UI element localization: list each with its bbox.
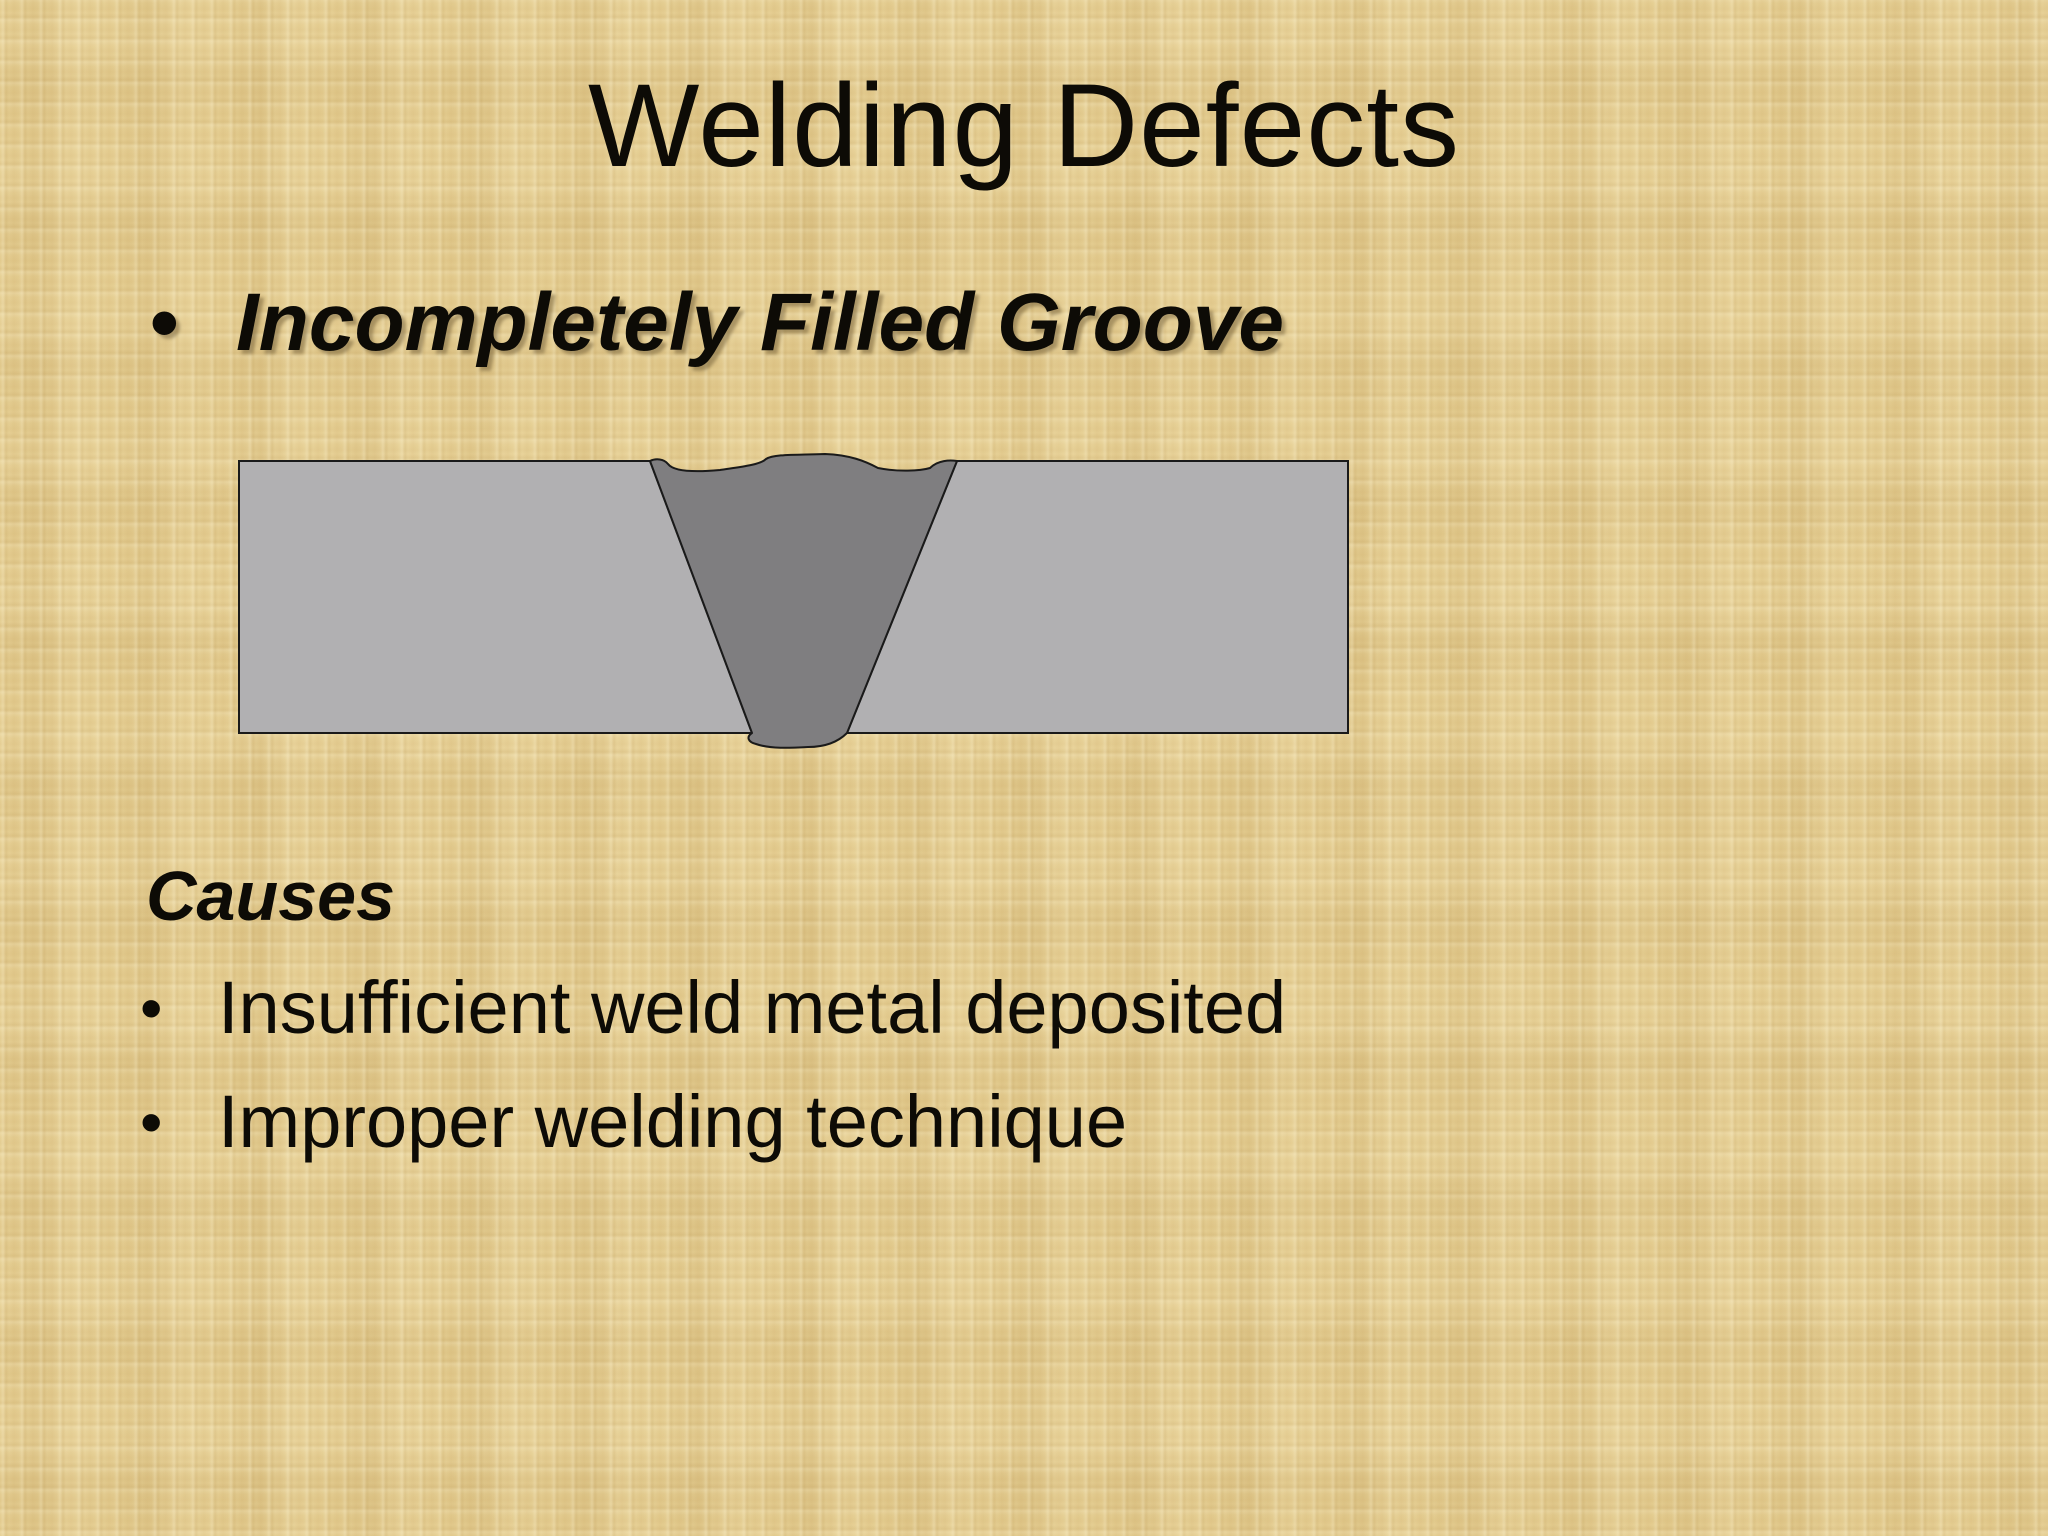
weld-bead <box>649 453 958 749</box>
bullet-icon: • <box>150 277 179 368</box>
defect-name: Incompletely Filled Groove <box>236 277 1285 368</box>
bullet-icon: • <box>140 972 163 1044</box>
cause-text: Insufficient weld metal deposited <box>218 966 1287 1049</box>
causes-list: • Insufficient weld metal deposited • Im… <box>140 960 1286 1188</box>
bullet-icon: • <box>140 1086 163 1158</box>
defect-heading: • Incompletely Filled Groove <box>150 276 1284 370</box>
causes-heading: Causes <box>146 857 396 935</box>
weld-cross-section-diagram <box>238 453 1349 749</box>
list-item: • Improper welding technique <box>140 1074 1286 1188</box>
list-item: • Insufficient weld metal deposited <box>140 960 1286 1074</box>
cause-text: Improper welding technique <box>218 1080 1128 1163</box>
slide-title: Welding Defects <box>588 60 1460 192</box>
